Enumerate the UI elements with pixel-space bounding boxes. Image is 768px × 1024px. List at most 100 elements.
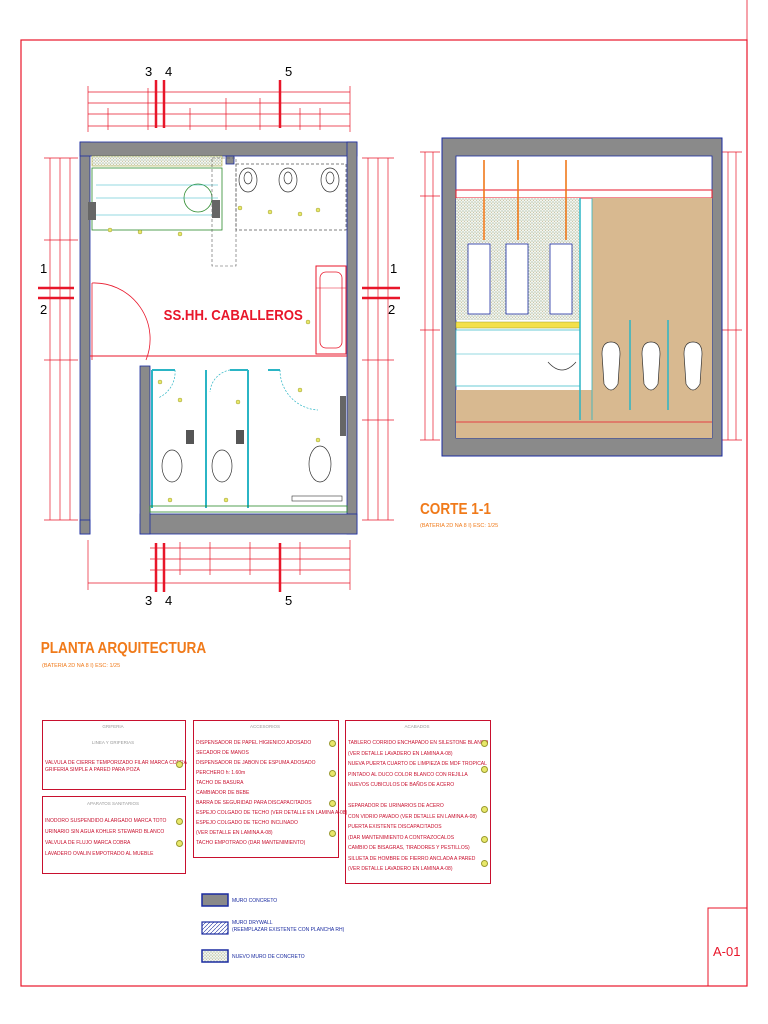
- axis-label-bottom-3: 3: [145, 593, 152, 608]
- legend-item: DISPENSADOR DE PAPEL HIGIENICO ADOSADO: [196, 740, 312, 746]
- legend-item: LAVADERO OVALIN EMPOTRADO AL MUEBLE: [45, 851, 154, 857]
- legend-marker: [481, 766, 488, 773]
- legend-marker: [481, 860, 488, 867]
- legend-item: PINTADO AL DUCO COLOR BLANCO CON REJILLA: [348, 771, 468, 778]
- legend-item: VALVULA DE CIERRE TEMPORIZADO FILAR MARC…: [45, 760, 187, 766]
- legend-col2-box: [193, 720, 339, 858]
- legend-col1-items-b: INODORO SUSPENDIDO ALARGADO MARCA TOTO U…: [45, 816, 166, 860]
- legend-col3-header: ACABADOS: [404, 724, 430, 729]
- wall-finish-right: [592, 198, 712, 438]
- room-label: SS.HH. CABALLEROS: [164, 306, 303, 323]
- legend-item: [348, 791, 488, 802]
- legend-item: TACHO EMPOTRADO (DAR MANTENIMIENTO): [196, 840, 306, 846]
- legend-marker: [481, 806, 488, 813]
- swatch-concrete: [201, 893, 229, 907]
- axis-label-top-5: 5: [285, 64, 292, 79]
- legend-item: NUEVOS CUBICULOS DE BAÑOS DE ACERO: [348, 782, 455, 788]
- axis-label-left-2: 2: [40, 302, 47, 317]
- material-label-new-concrete: NUEVO MURO DE CONCRETO: [232, 954, 305, 960]
- legend-col1-header-a: GRIFERIA: [102, 724, 124, 729]
- material-label-concrete: MURO CONCRETO: [232, 898, 277, 904]
- legend-col1-box-b: [42, 796, 186, 874]
- swatch-drywall: [201, 921, 229, 935]
- legend-marker: [176, 761, 183, 768]
- legend-item: SECADOR DE MANOS: [196, 750, 249, 756]
- plan-subtitle: (BATERIA 2D NA 8 I) ESC: 1/25: [42, 663, 120, 669]
- section-dimensions: [420, 151, 742, 441]
- urinals-plan: [235, 163, 347, 231]
- legend-col2-header: ACCESORIOS: [249, 724, 280, 729]
- legend-marker: [329, 770, 336, 777]
- urinals-section: [601, 341, 703, 391]
- legend-marker: [329, 830, 336, 837]
- legend-item: (VER DETALLE EN LAMINA A-08): [196, 830, 273, 836]
- toilet-cubicles: [149, 369, 348, 513]
- legend-marker: [329, 800, 336, 807]
- legend-item: CAMBIO DE BISAGRAS, TIRADORES Y PESTILLO…: [348, 845, 470, 851]
- legend-col3-box: [345, 720, 491, 884]
- legend-item: INODORO SUSPENDIDO ALARGADO MARCA TOTO: [45, 818, 167, 824]
- legend-item: CAMBIADOR DE BEBE: [196, 790, 250, 796]
- legend-col1-header-b: APARATOS SANITARIOS: [87, 801, 139, 806]
- legend-col1-sub-a: LINEA Y GRIFERIAS: [91, 740, 135, 745]
- axis-label-top-4: 4: [165, 64, 172, 79]
- legend-item: NUEVA PUERTA CUARTO DE LIMPIEZA DE MDF T…: [348, 761, 487, 767]
- floor-plan: 3 4 5 3 4 5: [38, 64, 400, 669]
- sheet-code: A-01: [713, 944, 740, 959]
- legend-item: ESPEJO COLGADO DE TECHO (VER DETALLE EN …: [196, 810, 348, 816]
- legend-item: (DAR MANTENIMIENTO A CONTRAZOCALOS: [348, 834, 455, 841]
- lavatory-counter: [88, 155, 237, 267]
- plan-dimensions-bottom: [87, 540, 351, 590]
- legend-item: TABLERO CORRIDO ENCHAPADO EN SILESTONE B…: [348, 740, 489, 746]
- legend-item: URINARIO SIN AGUA KOHLER STEWARD BLANCO: [45, 829, 165, 835]
- material-sub-drywall: (REEMPLAZAR EXISTENTE CON PLANCHA RH): [232, 927, 345, 933]
- legend-item: (VER DETALLE LAVADERO EN LAMINA A-08): [348, 866, 453, 872]
- legend-item: BARRA DE SEGURIDAD PARA DISCAPACITADOS: [196, 800, 312, 806]
- section-view: CORTE 1-1 (BATERIA 2D NA 8 I) ESC: 1/25: [420, 137, 742, 529]
- axis-label-bottom-5: 5: [285, 593, 292, 608]
- section-subtitle: (BATERIA 2D NA 8 I) ESC: 1/25: [420, 523, 498, 529]
- legend-col3-items: TABLERO CORRIDO ENCHAPADO EN SILESTONE B…: [348, 738, 488, 875]
- legend-item: PERCHERO h: 1.60m: [196, 770, 246, 776]
- axis-label-left-1: 1: [40, 261, 47, 276]
- plan-title: PLANTA ARQUITECTURA: [41, 640, 207, 657]
- legend-item: TACHO DE BASURA: [196, 780, 244, 786]
- section-title: CORTE 1-1: [420, 501, 491, 518]
- sheet-frame: [20, 39, 748, 987]
- axis-label-bottom-4: 4: [165, 593, 172, 608]
- legend-item: GRIFERIA SIMPLE A PARED PARA POZA: [45, 766, 140, 773]
- plan-dimensions-right: [362, 157, 394, 521]
- legend-item: VALVULA DE FLUJO MARCA COBRA: [45, 840, 131, 846]
- legend-marker: [481, 740, 488, 747]
- legend-col1-items-a: VALVULA DE CIERRE TEMPORIZADO FILAR MARC…: [45, 760, 187, 773]
- mirrors: [467, 243, 573, 315]
- plan-dimensions-left: [44, 157, 78, 521]
- legend-item: ESPEJO COLGADO DE TECHO INCLINADO: [196, 820, 298, 826]
- water-pipes: [483, 160, 567, 240]
- legend-item: SILUETA DE HOMBRE DE FIERRO ANCLADA A PA…: [348, 855, 476, 862]
- urinal-partitions: [579, 198, 669, 420]
- sheet-code-box: [707, 907, 748, 987]
- legend-item: CON VIDRIO PAVADO (VER DETALLE EN LAMINA…: [348, 813, 477, 820]
- material-label-drywall: MURO DRYWALL: [232, 920, 273, 926]
- legend-item: PUERTA EXISTENTE DISCAPACITADOS: [348, 824, 442, 830]
- baby-changing-table: [315, 265, 347, 355]
- entrance-door: [91, 282, 151, 361]
- legend-col1-box-a: [42, 720, 186, 790]
- legend-item: DISPENSADOR DE JABON DE ESPUMA ADOSADO: [196, 760, 316, 766]
- legend-marker: [176, 840, 183, 847]
- axis-label-right-1: 1: [390, 261, 397, 276]
- swatch-new-concrete: [201, 949, 229, 963]
- legend-marker: [329, 740, 336, 747]
- legend-marker: [481, 836, 488, 843]
- legend-col2-items: DISPENSADOR DE PAPEL HIGIENICO ADOSADO S…: [196, 738, 347, 848]
- axis-label-right-2: 2: [388, 302, 395, 317]
- plan-walls: [79, 141, 358, 535]
- material-legend: MURO CONCRETO MURO DRYWALL (REEMPLAZAR E…: [201, 893, 345, 963]
- accessory-markers-plan: [107, 205, 321, 503]
- plan-dimensions-top: [87, 86, 351, 132]
- legend-item: (VER DETALLE LAVADERO EN LAMINA A-08): [348, 750, 453, 757]
- legend-item: SEPARADOR DE URINARIOS DE ACERO: [348, 803, 444, 809]
- axis-label-top-3: 3: [145, 64, 152, 79]
